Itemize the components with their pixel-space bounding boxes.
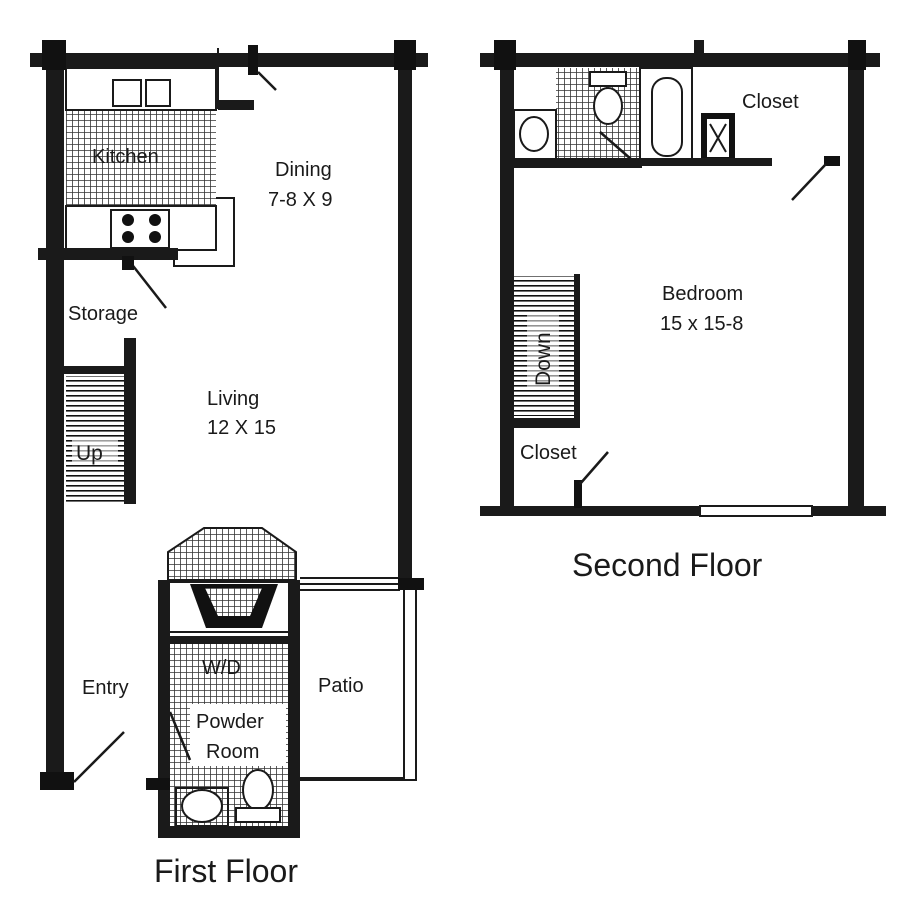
- toilet: [242, 769, 274, 811]
- closet-door: [579, 451, 609, 485]
- first-floor-plan: Kitchen Dining 7-8 X 9 Storage Living 12…: [30, 40, 428, 889]
- dining-label: Dining: [275, 159, 332, 181]
- kitchen-sink-left: [112, 79, 142, 107]
- closet-label: Closet: [520, 442, 577, 464]
- kitchen-wall: [38, 248, 178, 260]
- stairs-up: [66, 376, 124, 502]
- patio-label: Patio: [318, 675, 364, 697]
- left-wall: [46, 40, 64, 790]
- closet-partition: [694, 40, 704, 66]
- wall-post: [394, 40, 416, 70]
- stairs-down-label: Down: [532, 332, 555, 386]
- powder-room-wall-bottom: [158, 826, 300, 838]
- living-label: Living: [207, 388, 259, 410]
- wall-post: [40, 772, 74, 790]
- stair-rail: [514, 418, 580, 428]
- bath-wall: [636, 158, 772, 166]
- second-floor-title: Second Floor: [572, 547, 763, 583]
- powder-label-line2: Room: [206, 741, 259, 763]
- wall-post: [248, 45, 258, 75]
- patio-sliding-door: [300, 577, 400, 591]
- burner: [122, 214, 134, 226]
- bathtub-basin: [651, 77, 683, 157]
- fireplace-hearth: [167, 527, 297, 581]
- burner: [149, 214, 161, 226]
- sink: [519, 116, 549, 152]
- bath-wall: [514, 158, 642, 168]
- left-wall: [500, 40, 514, 514]
- powder-room-door: [168, 711, 192, 761]
- sink: [181, 789, 223, 823]
- stair-partition: [574, 274, 580, 418]
- closet-door: [791, 163, 827, 201]
- linen-closet-mark: [709, 123, 727, 153]
- kitchen-label: Kitchen: [92, 146, 159, 168]
- powder-room-wall-left: [158, 580, 170, 838]
- burner: [122, 231, 134, 243]
- wall-post: [848, 40, 866, 70]
- stairs-up-label: Up: [76, 442, 103, 465]
- patio-rail: [300, 584, 417, 781]
- bedroom-label: Bedroom: [662, 283, 743, 305]
- storage-label: Storage: [68, 303, 138, 325]
- dining-size: 7-8 X 9: [268, 189, 332, 211]
- kitchen-floor: [66, 110, 216, 206]
- closet-label: Closet: [742, 91, 799, 113]
- stairs-up-label-bg: [72, 440, 118, 464]
- powder-label-line1: Powder: [196, 711, 264, 733]
- stove: [110, 209, 170, 249]
- bedroom-size: 15 x 15-8: [660, 313, 743, 335]
- pantry-door: [257, 71, 277, 91]
- wall-post: [824, 156, 840, 166]
- entry-door: [73, 731, 125, 783]
- wall-post: [574, 480, 582, 508]
- powder-label-box: [190, 704, 286, 766]
- stairs-down-label-bg: [527, 312, 559, 388]
- top-wall: [480, 53, 880, 67]
- fireplace-inner: [205, 588, 262, 616]
- bottom-wall: [812, 506, 886, 516]
- kitchen-sink-right: [145, 79, 171, 107]
- stair-partition: [124, 338, 136, 504]
- storage-door: [129, 261, 167, 309]
- second-floor-plan: Down Closet Bedroom 15 x 15-8 Closet Sec…: [480, 40, 886, 583]
- toilet-tank: [235, 807, 281, 823]
- top-wall: [30, 53, 428, 67]
- right-wall: [398, 40, 412, 588]
- burner: [149, 231, 161, 243]
- wall-post: [398, 578, 424, 590]
- first-floor-title: First Floor: [154, 853, 298, 889]
- window: [699, 505, 813, 517]
- bottom-wall: [480, 506, 700, 516]
- toilet: [593, 87, 623, 125]
- sink-counter: [175, 787, 229, 827]
- right-wall: [848, 40, 864, 514]
- wall-post: [494, 40, 516, 70]
- pantry-wall: [218, 100, 254, 110]
- wd-label: W/D: [202, 657, 241, 679]
- bathroom-door: [599, 131, 633, 161]
- wall-post: [42, 40, 66, 70]
- entry-label: Entry: [82, 677, 129, 699]
- kitchen-counter-extension: [173, 197, 235, 267]
- wall-post: [122, 256, 134, 270]
- living-size: 12 X 15: [207, 417, 276, 439]
- powder-room-divider: [170, 636, 288, 644]
- powder-room-wall-right: [288, 580, 300, 838]
- toilet-tank: [589, 71, 627, 87]
- stair-rail: [64, 366, 126, 374]
- wall-post: [146, 778, 170, 790]
